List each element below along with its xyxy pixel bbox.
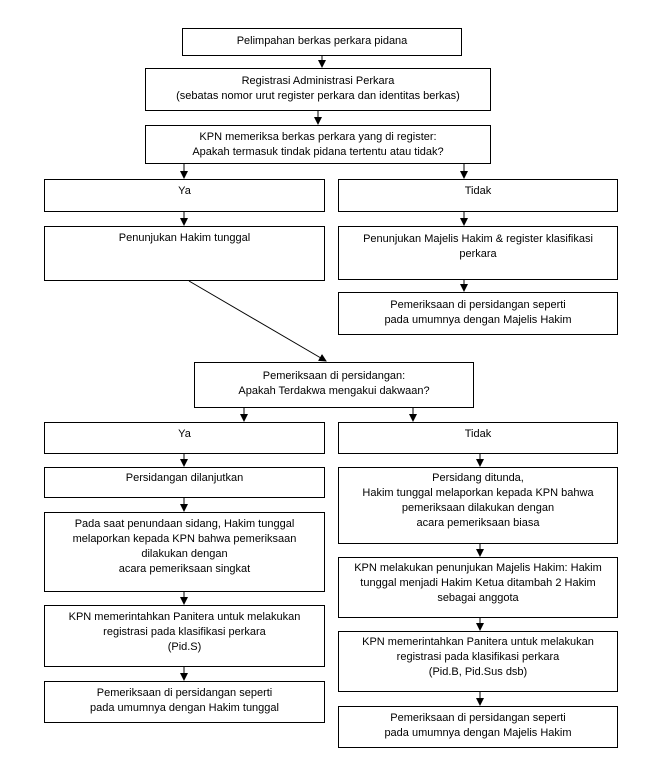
node-registrasi-administrasi: Registrasi Administrasi Perkara (sebatas… [145, 68, 491, 111]
node-pemeriksaan-majelis-2: Pemeriksaan di persidangan seperti pada … [338, 706, 618, 748]
node-line: (Pid.S) [167, 641, 202, 653]
node-line: Pada saat penundaan sidang, Hakim tungga… [74, 518, 295, 530]
node-line: KPN memeriksa berkas perkara yang di reg… [199, 131, 437, 143]
node-line: KPN memerintahkan Panitera untuk melakuk… [362, 636, 594, 648]
node-kpn-memeriksa: KPN memeriksa berkas perkara yang di reg… [145, 125, 491, 164]
node-tidak-2: Tidak [338, 422, 618, 454]
node-penunjukan-majelis-hakim: Penunjukan Majelis Hakim & register klas… [338, 226, 618, 280]
node-line: Registrasi Administrasi Perkara [241, 75, 395, 87]
node-line: perkara [459, 248, 497, 260]
node-line: Penunjukan Majelis Hakim & register klas… [363, 233, 593, 245]
node-pemeriksaan-hakim-tunggal: Pemeriksaan di persidangan seperti pada … [44, 681, 325, 723]
node-line: pada umumnya dengan Majelis Hakim [384, 727, 572, 739]
node-pelimpahan-berkas: Pelimpahan berkas perkara pidana [182, 28, 462, 56]
node-persidang-ditunda: Persidang ditunda, Hakim tunggal melapor… [338, 467, 618, 544]
node-line: Ya [178, 428, 191, 440]
node-line: registrasi pada klasifikasi perkara [396, 651, 560, 663]
node-line: Apakah termasuk tindak pidana tertentu a… [192, 146, 444, 158]
node-line: Hakim tunggal melaporkan kepada KPN bahw… [362, 487, 594, 499]
node-line: acara pemeriksaan biasa [416, 517, 540, 529]
node-line: tunggal menjadi Hakim Ketua ditambah 2 H… [360, 577, 596, 589]
node-line: dilakukan dengan [141, 548, 228, 560]
node-line: Pemeriksaan di persidangan: [262, 370, 406, 382]
node-line: KPN melakukan penunjukan Majelis Hakim: … [354, 562, 602, 574]
node-line: Pemeriksaan di persidangan seperti [390, 299, 566, 311]
node-line: Pemeriksaan di persidangan seperti [390, 712, 566, 724]
node-line: pada umumnya dengan Hakim tunggal [90, 702, 279, 714]
node-line: Pemeriksaan di persidangan seperti [96, 687, 273, 699]
node-line: KPN memerintahkan Panitera untuk melakuk… [68, 611, 301, 623]
node-line: Ya [178, 185, 191, 197]
node-line: Persidangan dilanjutkan [125, 472, 244, 484]
node-line: Pelimpahan berkas perkara pidana [236, 35, 408, 47]
arrow-n6-n9 [188, 280, 327, 362]
node-panitera-pid-s: KPN memerintahkan Panitera untuk melakuk… [44, 605, 325, 667]
node-line: Tidak [464, 185, 492, 197]
node-penunjukan-majelis-ketua: KPN melakukan penunjukan Majelis Hakim: … [338, 557, 618, 618]
node-tidak-1: Tidak [338, 179, 618, 212]
node-line: Apakah Terdakwa mengakui dakwaan? [238, 385, 430, 397]
node-line: Persidang ditunda, [432, 472, 524, 484]
node-ya-1: Ya [44, 179, 325, 212]
node-ya-2: Ya [44, 422, 325, 454]
node-pemeriksaan-majelis-1: Pemeriksaan di persidangan seperti pada … [338, 292, 618, 335]
node-line: (sebatas nomor urut register perkara dan… [176, 90, 460, 102]
node-line: pada umumnya dengan Majelis Hakim [384, 314, 572, 326]
node-line: acara pemeriksaan singkat [118, 563, 251, 575]
node-pemeriksaan-persidangan: Pemeriksaan di persidangan: Apakah Terda… [194, 362, 474, 408]
node-panitera-pid-b: KPN memerintahkan Panitera untuk melakuk… [338, 631, 618, 692]
node-laporan-acara-singkat: Pada saat penundaan sidang, Hakim tungga… [44, 512, 325, 592]
node-penunjukan-hakim-tunggal: Penunjukan Hakim tunggal [44, 226, 325, 281]
node-line: registrasi pada klasifikasi perkara [103, 626, 266, 638]
node-line: Penunjukan Hakim tunggal [118, 232, 251, 244]
node-line: Tidak [464, 428, 492, 440]
node-line: pemeriksaan dilakukan dengan [401, 502, 555, 514]
node-line: melaporkan kepada KPN bahwa pemeriksaan [72, 533, 297, 545]
node-persidangan-dilanjutkan: Persidangan dilanjutkan [44, 467, 325, 498]
node-line: sebagai anggota [437, 592, 519, 604]
node-line: (Pid.B, Pid.Sus dsb) [428, 666, 528, 678]
